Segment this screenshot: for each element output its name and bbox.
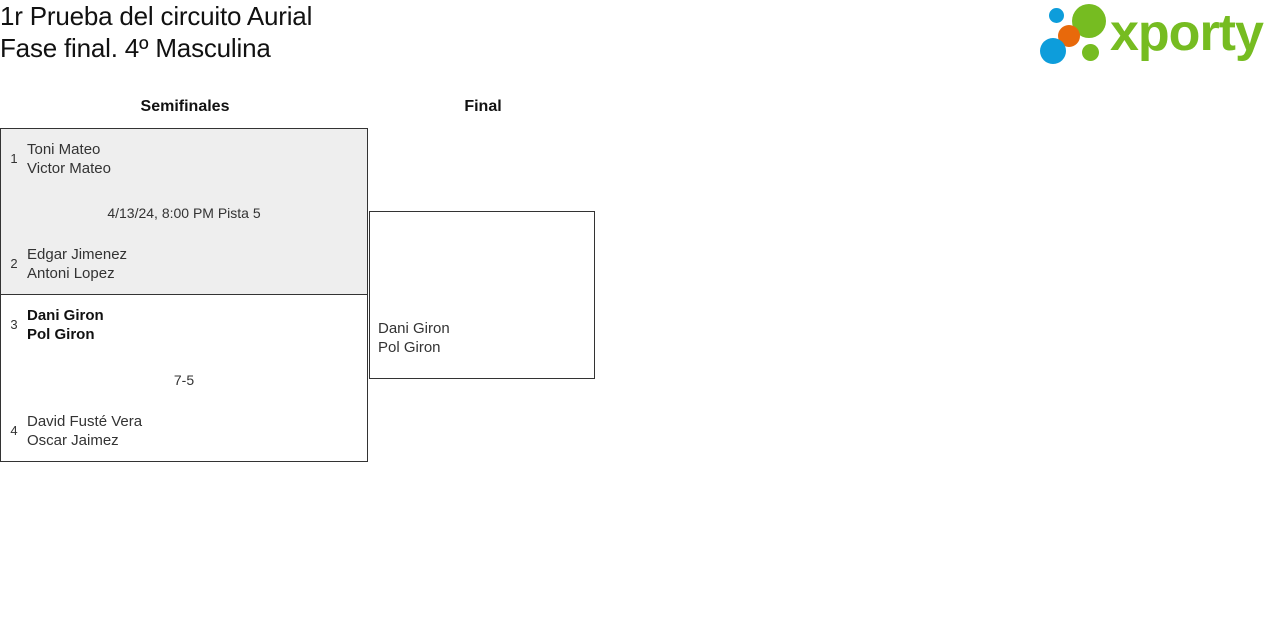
seed-number: 4 <box>10 423 18 438</box>
match-semifinal-1-schedule: 4/13/24, 8:00 PM Pista 5 <box>107 205 261 221</box>
player-name: Toni Mateo <box>27 141 101 158</box>
player-name: Antoni Lopez <box>27 265 115 282</box>
xporty-logo[interactable]: xporty <box>1040 4 1272 66</box>
logo-wordmark: xporty <box>1110 4 1264 62</box>
match-semifinal-1[interactable]: 1 Toni Mateo Victor Mateo 4/13/24, 8:00 … <box>0 128 368 295</box>
player-name: Dani Giron <box>27 307 104 324</box>
match-final-competitor[interactable]: Dani Giron Pol Giron <box>378 319 450 357</box>
player-name: David Fusté Vera <box>27 413 143 430</box>
page-title-line-1: 1r Prueba del circuito Aurial <box>0 1 313 31</box>
player-name: Victor Mateo <box>27 160 111 177</box>
seed-number: 1 <box>10 151 18 166</box>
match-semifinal-1-competitor-bottom[interactable]: 2 Edgar Jimenez Antoni Lopez <box>1 245 367 283</box>
match-semifinal-2-competitor-bottom[interactable]: 4 David Fusté Vera Oscar Jaimez <box>1 412 367 450</box>
match-semifinal-2-score: 7-5 <box>173 372 195 388</box>
competitor-names: Edgar Jimenez Antoni Lopez <box>27 245 127 283</box>
round-header-final: Final <box>464 98 502 115</box>
page-title: 1r Prueba del circuito Aurial Fase final… <box>0 0 700 64</box>
player-name: Dani Giron <box>378 320 450 337</box>
logo-dot-blue-large-icon <box>1040 38 1066 64</box>
match-semifinal-1-competitor-top[interactable]: 1 Toni Mateo Victor Mateo <box>1 140 367 178</box>
match-semifinal-2-competitor-top[interactable]: 3 Dani Giron Pol Giron <box>1 306 367 344</box>
player-name: Pol Giron <box>378 339 441 356</box>
match-final[interactable]: Dani Giron Pol Giron <box>369 211 595 379</box>
page-title-line-2: Fase final. 4º Masculina <box>0 33 271 63</box>
competitor-names: Dani Giron Pol Giron <box>27 306 104 344</box>
match-semifinal-2[interactable]: 3 Dani Giron Pol Giron 7-5 4 David Fusté… <box>0 294 368 462</box>
player-name: Edgar Jimenez <box>27 246 128 263</box>
player-name: Pol Giron <box>27 326 95 343</box>
seed-number: 2 <box>10 256 18 271</box>
logo-dot-blue-small-icon <box>1049 8 1064 23</box>
competitor-names: David Fusté Vera Oscar Jaimez <box>27 412 142 450</box>
competitor-names: Toni Mateo Victor Mateo <box>27 140 111 178</box>
logo-dot-green-small-icon <box>1082 44 1099 61</box>
logo-dots-icon <box>1040 4 1118 66</box>
round-header-semifinales: Semifinales <box>140 98 230 115</box>
player-name: Oscar Jaimez <box>27 432 119 449</box>
seed-number: 3 <box>10 317 18 332</box>
logo-dot-orange-icon <box>1058 25 1080 47</box>
